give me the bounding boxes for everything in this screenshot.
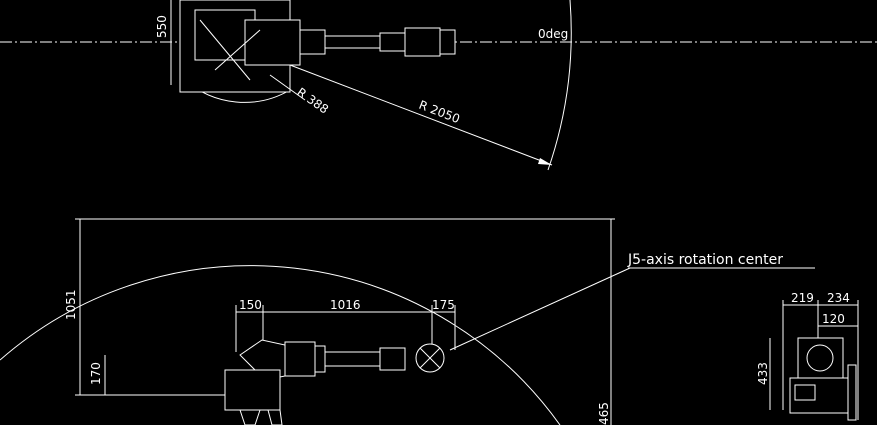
dim-120-label: 120 bbox=[822, 312, 845, 326]
dim-170-label: 170 bbox=[89, 362, 103, 385]
arm-collar-top bbox=[299, 29, 326, 55]
j5-callout-label: J5-axis rotation center bbox=[627, 252, 783, 268]
dim-1016-label: 1016 bbox=[330, 298, 361, 312]
side-view: 1051 170 465 150 1016 175 J5-axis rotati… bbox=[0, 218, 815, 425]
dim-234-label: 234 bbox=[827, 291, 850, 305]
arm-link-top bbox=[324, 35, 381, 49]
base-side bbox=[224, 369, 281, 411]
dim-219-label: 219 bbox=[791, 291, 814, 305]
radius-leader bbox=[289, 64, 553, 166]
dim-550-label: 550 bbox=[155, 15, 169, 38]
wrist-head-top bbox=[404, 27, 441, 57]
wrist-top bbox=[379, 32, 406, 52]
top-view: 550 R 388 R 2050 0deg bbox=[0, 0, 877, 171]
angle-0deg-label: 0deg bbox=[538, 27, 568, 41]
r388-label: R 388 bbox=[294, 85, 331, 117]
shoulder-top bbox=[244, 19, 301, 66]
dim-150-label: 150 bbox=[239, 298, 262, 312]
callout-leader bbox=[449, 267, 631, 351]
wrist-side bbox=[379, 347, 406, 371]
dim-175-label: 175 bbox=[432, 298, 455, 312]
dim-433-label: 433 bbox=[756, 362, 770, 385]
dim-1051-label: 1051 bbox=[64, 289, 78, 320]
forearm-side bbox=[324, 351, 381, 367]
reach-arc-side bbox=[0, 265, 561, 425]
dim-465-label: 465 bbox=[597, 402, 611, 425]
end-view: 219 234 120 433 bbox=[756, 291, 859, 421]
flange-top bbox=[439, 29, 456, 55]
upper-arm-side bbox=[284, 341, 316, 377]
reach-arc-top bbox=[547, 0, 572, 171]
